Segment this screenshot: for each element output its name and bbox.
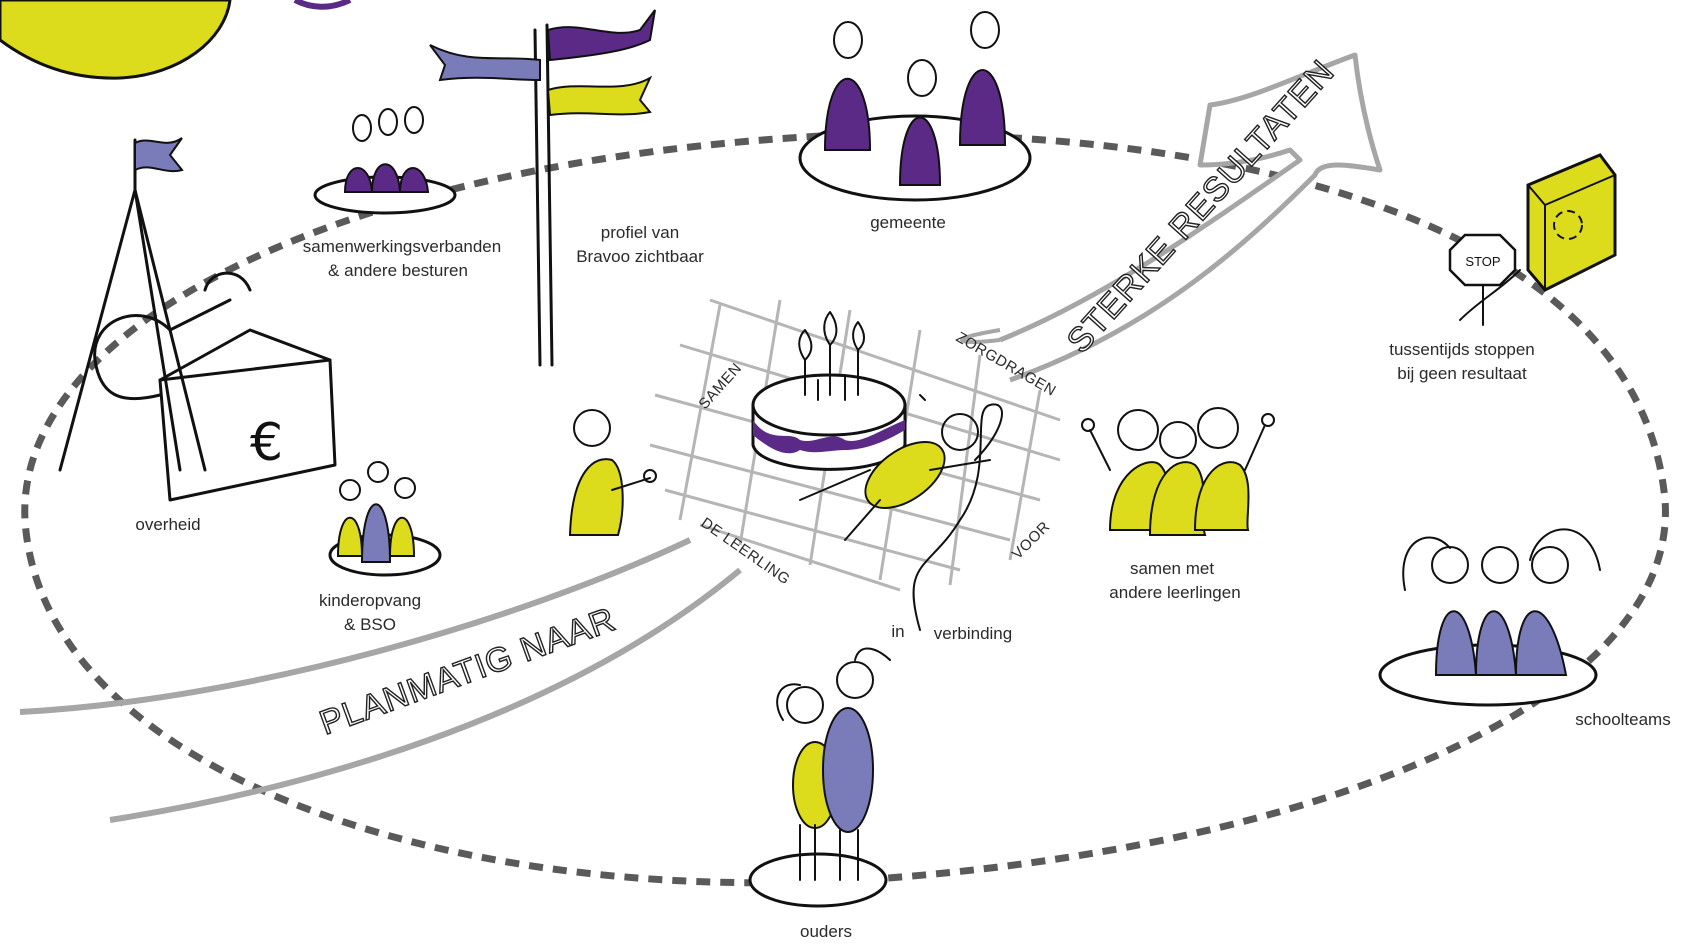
planmatig-swoosh-front — [109, 567, 742, 823]
child-figure-icon — [568, 409, 657, 536]
gemeente-group-icon — [798, 11, 1032, 202]
euro-symbol: € — [250, 413, 283, 473]
samenwerking-label-2: & andere besturen — [328, 261, 468, 280]
samenwerking-group-icon — [313, 106, 457, 215]
in-label: in — [891, 622, 904, 641]
stop-box-icon — [1459, 153, 1617, 321]
cheering-children-icon — [1081, 407, 1275, 536]
cake-icon — [751, 311, 907, 471]
kinderopvang-group-icon — [328, 461, 442, 577]
overheid-label: overheid — [135, 515, 200, 534]
ouders-couple-icon — [748, 647, 891, 908]
sterke-resultaten-text: STERKE RESULTATEN — [1060, 53, 1342, 361]
sun-shape — [0, 0, 232, 80]
sterke-resultaten-arrow — [999, 52, 1383, 383]
profiel-label-2: Bravoo zichtbaar — [576, 247, 704, 266]
castle-icon — [58, 137, 337, 502]
schoolteams-label: schoolteams — [1575, 710, 1670, 729]
kinderopvang-label-2: & BSO — [344, 615, 396, 634]
dashed-ellipse — [21, 130, 1669, 887]
planmatig-swoosh-back — [19, 537, 692, 715]
sun-purple-edge — [293, 0, 352, 10]
stoppen-label-2: bij geen resultaat — [1397, 364, 1527, 383]
stop-sign-text: STOP — [1465, 254, 1500, 269]
sterke-arrow-tail — [960, 328, 1001, 344]
lying-child-icon — [799, 394, 1003, 631]
samen-met-label-1: samen met — [1130, 559, 1214, 578]
verbinding-label: verbinding — [934, 624, 1012, 643]
samen-met-label-2: andere leerlingen — [1109, 583, 1240, 602]
ouders-label: ouders — [800, 922, 852, 941]
stop-sign-icon — [1448, 233, 1517, 326]
profiel-label-1: profiel van — [601, 223, 679, 242]
stoppen-label-1: tussentijds stoppen — [1389, 340, 1535, 359]
flag-pole-icon — [429, 9, 656, 367]
kinderopvang-label-1: kinderopvang — [319, 591, 421, 610]
net-grid — [649, 298, 1061, 592]
net-word-samen: SAMEN — [695, 360, 745, 413]
schoolteams-group-icon — [1378, 528, 1601, 707]
samenwerking-label-1: samenwerkingsverbanden — [303, 237, 501, 256]
gemeente-label: gemeente — [870, 213, 946, 232]
